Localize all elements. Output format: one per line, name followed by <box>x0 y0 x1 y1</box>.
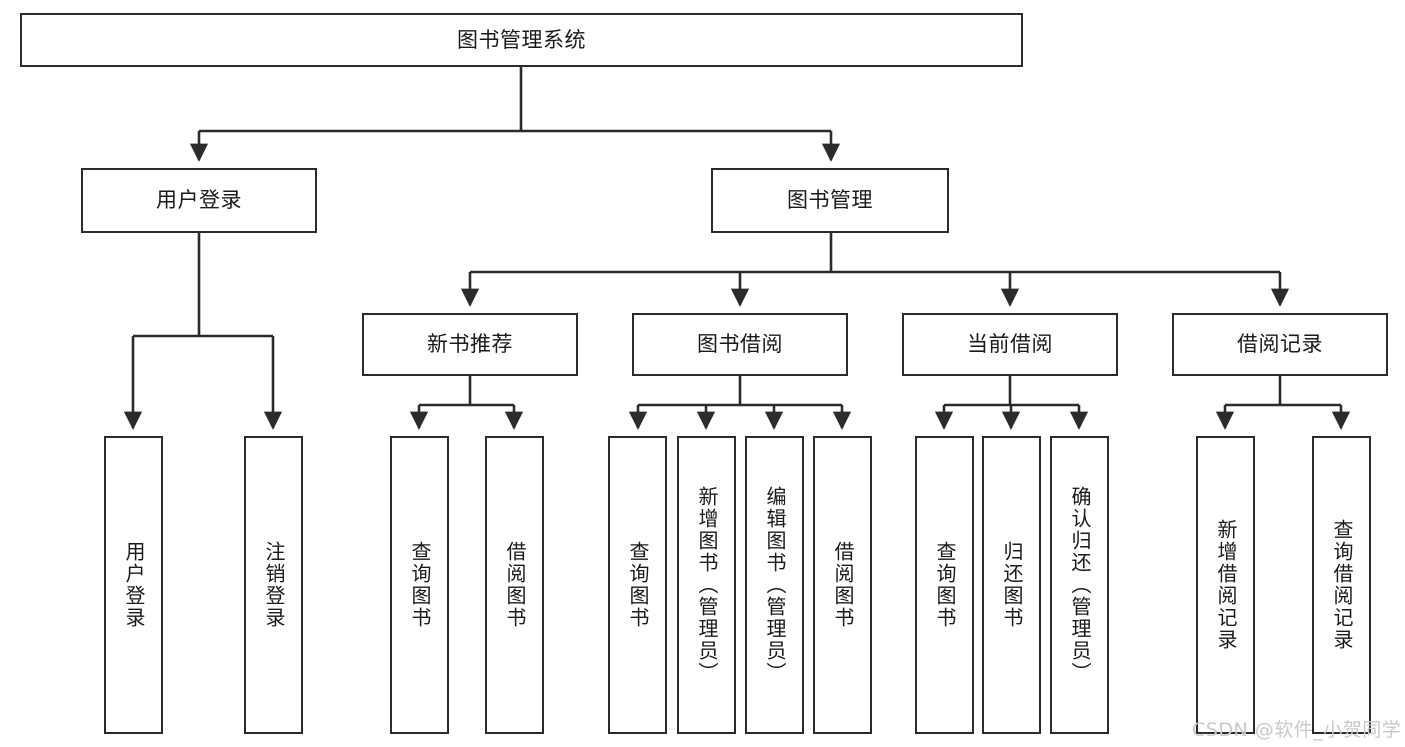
csdn-watermark: CSDN @软件_小贺同学 <box>1192 719 1402 741</box>
node-leaf-borrow-book-1-label: 借阅图书 <box>503 541 527 629</box>
node-leaf-confirm-return[interactable]: 确认归还（管理员） <box>1050 436 1109 734</box>
node-leaf-add-record[interactable]: 新增借阅记录 <box>1196 436 1255 734</box>
node-new-book-rec[interactable]: 新书推荐 <box>362 313 578 376</box>
node-user-login-label: 用户登录 <box>156 188 242 213</box>
node-leaf-query-book-1[interactable]: 查询图书 <box>390 436 449 734</box>
node-leaf-add-record-label: 新增借阅记录 <box>1214 519 1238 651</box>
node-leaf-query-book-2[interactable]: 查询图书 <box>608 436 667 734</box>
node-leaf-query-record-label: 查询借阅记录 <box>1330 519 1354 651</box>
node-leaf-query-book-1-label: 查询图书 <box>408 541 432 629</box>
node-leaf-query-book-3[interactable]: 查询图书 <box>915 436 974 734</box>
node-new-book-rec-label: 新书推荐 <box>427 332 513 357</box>
node-book-borrow-label: 图书借阅 <box>697 332 783 357</box>
node-leaf-user-login[interactable]: 用户登录 <box>104 436 163 734</box>
node-leaf-return-book[interactable]: 归还图书 <box>982 436 1041 734</box>
node-borrow-record-label: 借阅记录 <box>1237 332 1323 357</box>
node-leaf-logout-label: 注销登录 <box>262 541 286 629</box>
node-book-manage[interactable]: 图书管理 <box>711 168 949 233</box>
node-book-manage-label: 图书管理 <box>787 188 873 213</box>
node-leaf-query-record[interactable]: 查询借阅记录 <box>1312 436 1371 734</box>
node-book-borrow[interactable]: 图书借阅 <box>632 313 848 376</box>
node-current-borrow[interactable]: 当前借阅 <box>902 313 1118 376</box>
node-leaf-query-book-2-label: 查询图书 <box>626 541 650 629</box>
node-leaf-borrow-book-2-label: 借阅图书 <box>831 541 855 629</box>
node-user-login[interactable]: 用户登录 <box>81 168 317 233</box>
node-current-borrow-label: 当前借阅 <box>967 332 1053 357</box>
node-root-label: 图书管理系统 <box>457 27 586 52</box>
node-leaf-logout[interactable]: 注销登录 <box>244 436 303 734</box>
node-leaf-edit-book[interactable]: 编辑图书（管理员） <box>745 436 804 734</box>
node-leaf-borrow-book-2[interactable]: 借阅图书 <box>813 436 872 734</box>
node-root[interactable]: 图书管理系统 <box>20 13 1023 67</box>
node-leaf-confirm-return-label: 确认归还（管理员） <box>1068 486 1092 684</box>
node-leaf-user-login-label: 用户登录 <box>122 541 146 629</box>
node-leaf-borrow-book-1[interactable]: 借阅图书 <box>485 436 544 734</box>
node-leaf-return-book-label: 归还图书 <box>1000 541 1024 629</box>
node-leaf-query-book-3-label: 查询图书 <box>933 541 957 629</box>
node-leaf-edit-book-label: 编辑图书（管理员） <box>763 486 787 684</box>
node-leaf-add-book-label: 新增图书（管理员） <box>695 486 719 684</box>
node-borrow-record[interactable]: 借阅记录 <box>1172 313 1388 376</box>
node-leaf-add-book[interactable]: 新增图书（管理员） <box>677 436 736 734</box>
